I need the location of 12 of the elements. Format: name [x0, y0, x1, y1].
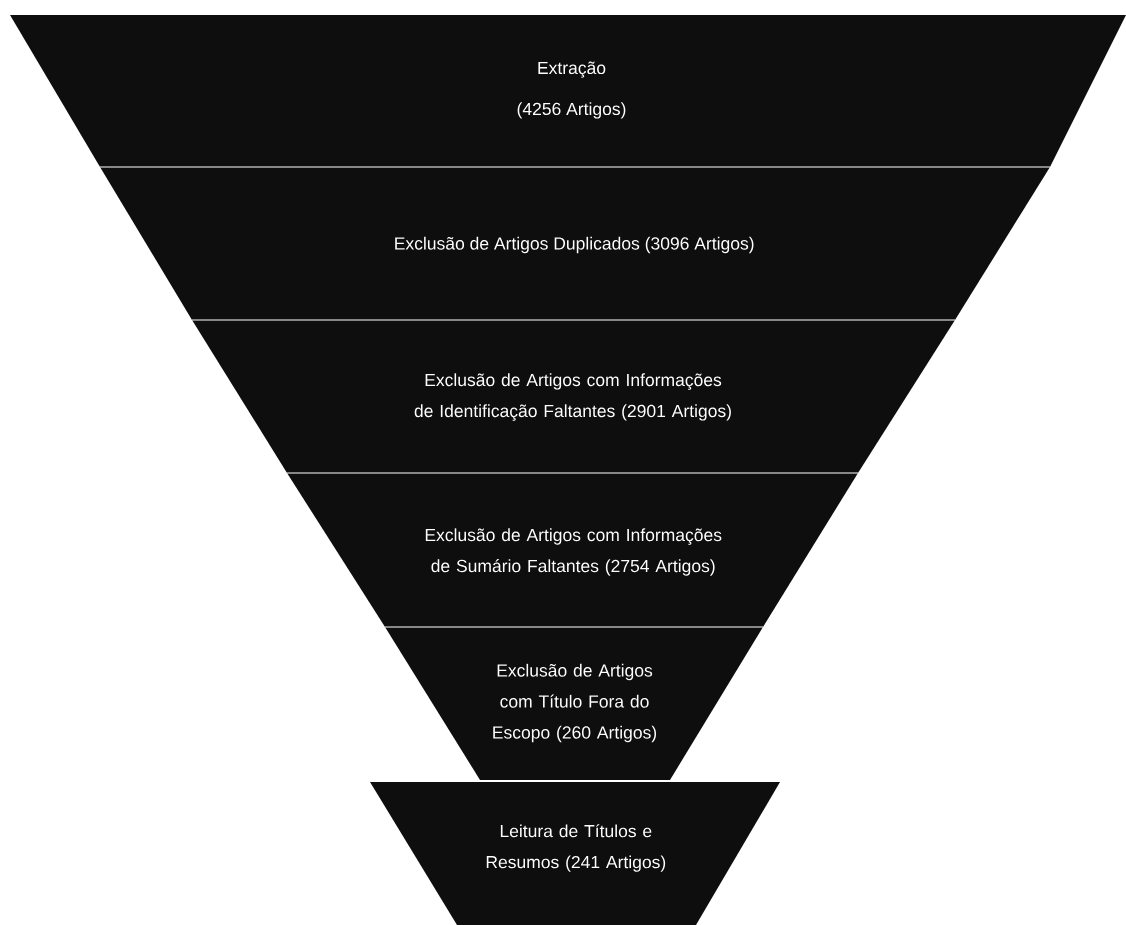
node-label: Extração — [538, 61, 606, 78]
funnel-band: Leitura de Títulos e Resumos (241 Artigos) — [370, 782, 780, 925]
node-label: Exclusão de Artigos com Título Fora do Escopo (260 Artigos) — [493, 663, 657, 743]
node-label: Exclusão de Artigos com Informações de Sumário Faltantes (2754 Artigos) — [425, 528, 722, 576]
funnel-band: Exclusão de Artigos com Título Fora do Escopo (260 Artigos) — [385, 627, 763, 780]
funnel-band: Exclusão de Artigos com Informações de Sumário Faltantes (2754 Artigos) — [287, 473, 858, 627]
funnel-band: Exclusão de Artigos com Informações de Identificação Faltantes (2901 Artigos) — [192, 320, 955, 473]
funnel-band: Extração (4256 Artigos) — [10, 15, 1126, 167]
funnel-band: Exclusão de Artigos Duplicados (3096 Artigos) — [100, 167, 1050, 320]
node-label: Exclusão de Artigos com Informações de Identificação Faltantes (2901 Artigos) — [414, 373, 731, 421]
node-label: (4256 Artigos) — [517, 102, 626, 119]
node-label: Exclusão de Artigos Duplicados (3096 Artigos) — [395, 236, 754, 254]
